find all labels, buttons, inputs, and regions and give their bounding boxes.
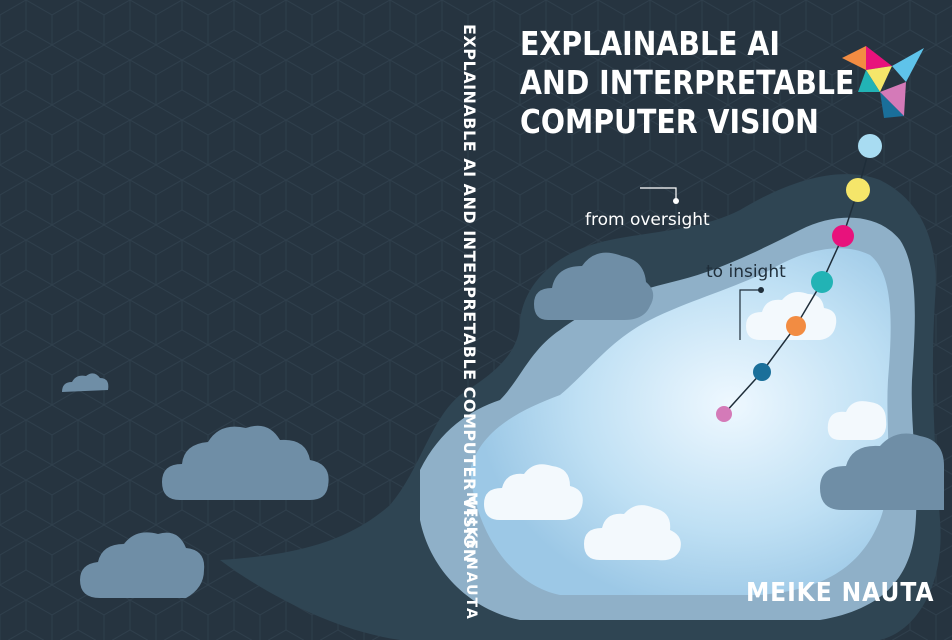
title-line-1: EXPLAINABLE AI: [520, 24, 780, 63]
book-title: EXPLAINABLE AI AND INTERPRETABLE COMPUTE…: [520, 24, 855, 141]
dot-light-blue: [858, 134, 882, 158]
dot-pink: [716, 406, 732, 422]
grey-cloud-upper: [534, 252, 654, 320]
origami-bird-logo: [842, 46, 924, 118]
title-line-3: COMPUTER VISION: [520, 102, 819, 141]
white-clouds: [484, 292, 887, 561]
left-clouds: [62, 373, 329, 598]
dot-dark-blue: [753, 363, 771, 381]
dot-yellow: [846, 178, 870, 202]
tagline-1-dot: [673, 198, 679, 204]
tagline-from-oversight: from oversight: [585, 210, 710, 230]
tagline-1-connector: [640, 187, 677, 200]
dot-orange: [786, 316, 806, 336]
spine-title: EXPLAINABLE AI AND INTERPRETABLE COMPUTE…: [460, 24, 479, 563]
tagline-2-dot: [758, 287, 764, 293]
dark-cloud-right: [820, 433, 944, 510]
spine-author: MEIKE NAUTA: [463, 492, 479, 621]
dot-magenta: [832, 225, 854, 247]
author-name: MEIKE NAUTA: [746, 578, 935, 608]
tagline-2-connector: [739, 289, 760, 340]
title-line-2: AND INTERPRETABLE: [520, 63, 855, 102]
dot-teal: [811, 271, 833, 293]
tagline-to-insight: to insight: [706, 262, 786, 282]
